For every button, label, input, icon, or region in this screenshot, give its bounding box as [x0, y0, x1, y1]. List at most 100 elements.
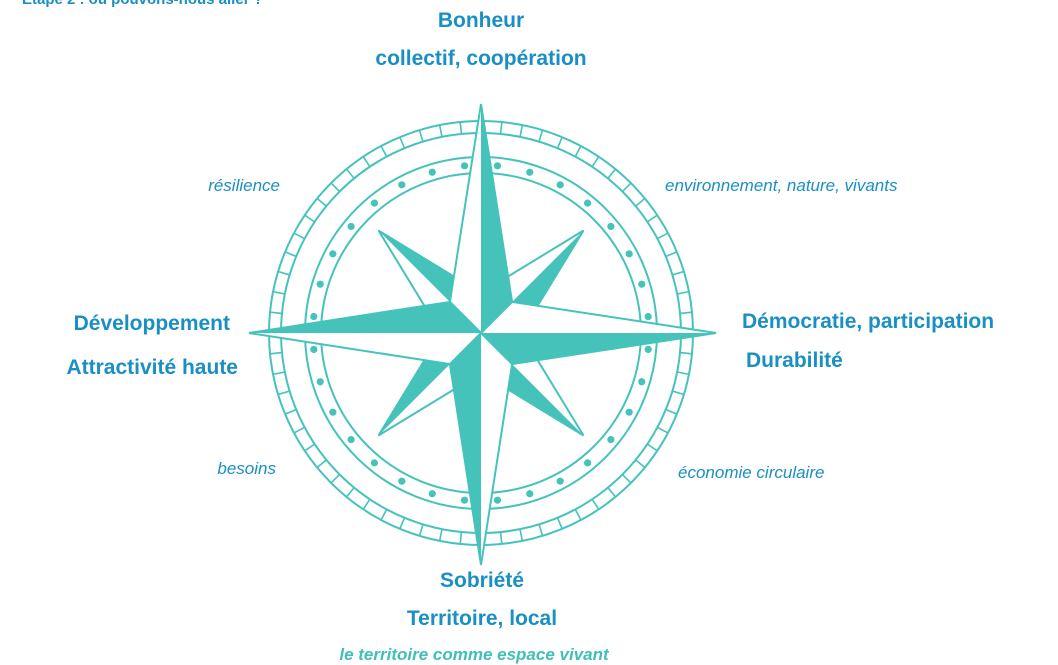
- compass-tick: [277, 390, 290, 396]
- compass-tick: [345, 487, 355, 498]
- compass-dot: [428, 490, 436, 498]
- compass-dot: [310, 312, 318, 321]
- compass-tick: [646, 214, 658, 223]
- compass-tick: [438, 529, 443, 542]
- label-west-2: Attractivité haute: [66, 356, 238, 379]
- step-title: Étape 2 : où pouvons-nous aller ?: [22, 0, 263, 8]
- label-west-1: Développement: [73, 312, 230, 335]
- compass-dot: [607, 222, 615, 231]
- compass-tick: [284, 251, 297, 258]
- compass-dot: [329, 408, 337, 416]
- label-north-2: collectif, coopération: [375, 47, 587, 70]
- compass-tick: [591, 498, 600, 510]
- compass-tick: [438, 124, 443, 137]
- compass-dot: [347, 222, 355, 231]
- compass-dot: [460, 496, 469, 504]
- compass-tick: [635, 197, 646, 207]
- compass-dot: [638, 280, 646, 288]
- label-south-sub: le territoire comme espace vivant: [339, 645, 609, 664]
- label-south-2: Territoire, local: [406, 607, 558, 630]
- compass-tick: [499, 121, 503, 135]
- compass-dot: [625, 250, 633, 258]
- compass-tick: [574, 145, 582, 157]
- compass-tick: [277, 270, 290, 276]
- compass-tick: [284, 408, 297, 415]
- compass-tick: [538, 129, 544, 142]
- compass-dot: [644, 345, 652, 354]
- compass-tick: [293, 232, 305, 240]
- compass-tick: [362, 498, 371, 510]
- compass-tick: [665, 408, 678, 415]
- compass-dot: [526, 168, 534, 176]
- compass-dot: [583, 199, 592, 207]
- compass-dot: [493, 162, 502, 170]
- compass-dot: [583, 459, 592, 467]
- label-ne: environnement, nature, vivants: [665, 176, 898, 195]
- compass-tick: [677, 290, 690, 295]
- compass-tick: [591, 156, 600, 168]
- compass-tick: [304, 214, 316, 223]
- label-south-1: Sobriété: [439, 569, 525, 592]
- compass-tick: [269, 311, 283, 315]
- compass-tick: [380, 509, 388, 521]
- compass-tick: [621, 182, 632, 193]
- compass-tick: [677, 371, 690, 376]
- compass-dot: [347, 435, 355, 444]
- compass-tick: [362, 156, 371, 168]
- compass-tick: [345, 168, 355, 179]
- compass-tick: [556, 136, 563, 149]
- compass-dot: [398, 477, 406, 485]
- compass-tick: [672, 270, 685, 276]
- compass-tick: [418, 129, 424, 142]
- compass-tick: [665, 251, 678, 258]
- compass-cardinal-point-shade: [249, 301, 481, 333]
- compass-dot: [370, 199, 379, 207]
- compass-dot: [316, 280, 324, 288]
- compass-tick: [679, 311, 693, 315]
- label-nw: résilience: [208, 176, 280, 195]
- compass-dot: [644, 312, 652, 321]
- compass-tick: [459, 121, 463, 135]
- compass-tick: [399, 136, 406, 149]
- compass-dot: [428, 168, 436, 176]
- compass-tick: [574, 509, 582, 521]
- compass-tick: [657, 232, 669, 240]
- compass-tick: [672, 390, 685, 396]
- compass-dot: [316, 378, 324, 386]
- compass-tick: [380, 145, 388, 157]
- compass-tick: [293, 426, 305, 434]
- compass-cardinal-point-shade: [449, 333, 481, 565]
- compass-tick: [269, 351, 283, 355]
- compass-tick: [272, 290, 285, 295]
- compass-tick: [399, 517, 406, 530]
- compass-cardinal-point-shade: [481, 333, 716, 365]
- compass-dot: [638, 378, 646, 386]
- compass-tick: [646, 443, 658, 452]
- compass-tick: [679, 351, 693, 355]
- compass-tick: [459, 531, 463, 545]
- compass-tick: [519, 529, 524, 542]
- compass-dot: [625, 408, 633, 416]
- compass-tick: [635, 459, 646, 469]
- compass-tick: [556, 517, 563, 530]
- compass-tick: [657, 426, 669, 434]
- compass-tick: [418, 524, 424, 537]
- compass-dot: [493, 496, 502, 504]
- compass-tick: [272, 371, 285, 376]
- label-sw: besoins: [217, 459, 276, 478]
- compass-dot: [460, 162, 469, 170]
- compass-dot: [607, 435, 615, 444]
- compass-dot: [556, 181, 564, 189]
- compass-tick: [304, 443, 316, 452]
- label-east-1: Démocratie, participation: [742, 310, 995, 333]
- compass-tick: [621, 473, 632, 484]
- compass-tick: [330, 473, 341, 484]
- compass-dot: [370, 459, 379, 467]
- compass-tick: [519, 124, 524, 137]
- compass-dot: [310, 345, 318, 354]
- compass-dot: [526, 490, 534, 498]
- label-east-2: Durabilité: [746, 349, 843, 372]
- compass-tick: [499, 531, 503, 545]
- compass-tick: [538, 524, 544, 537]
- compass-tick: [330, 182, 341, 193]
